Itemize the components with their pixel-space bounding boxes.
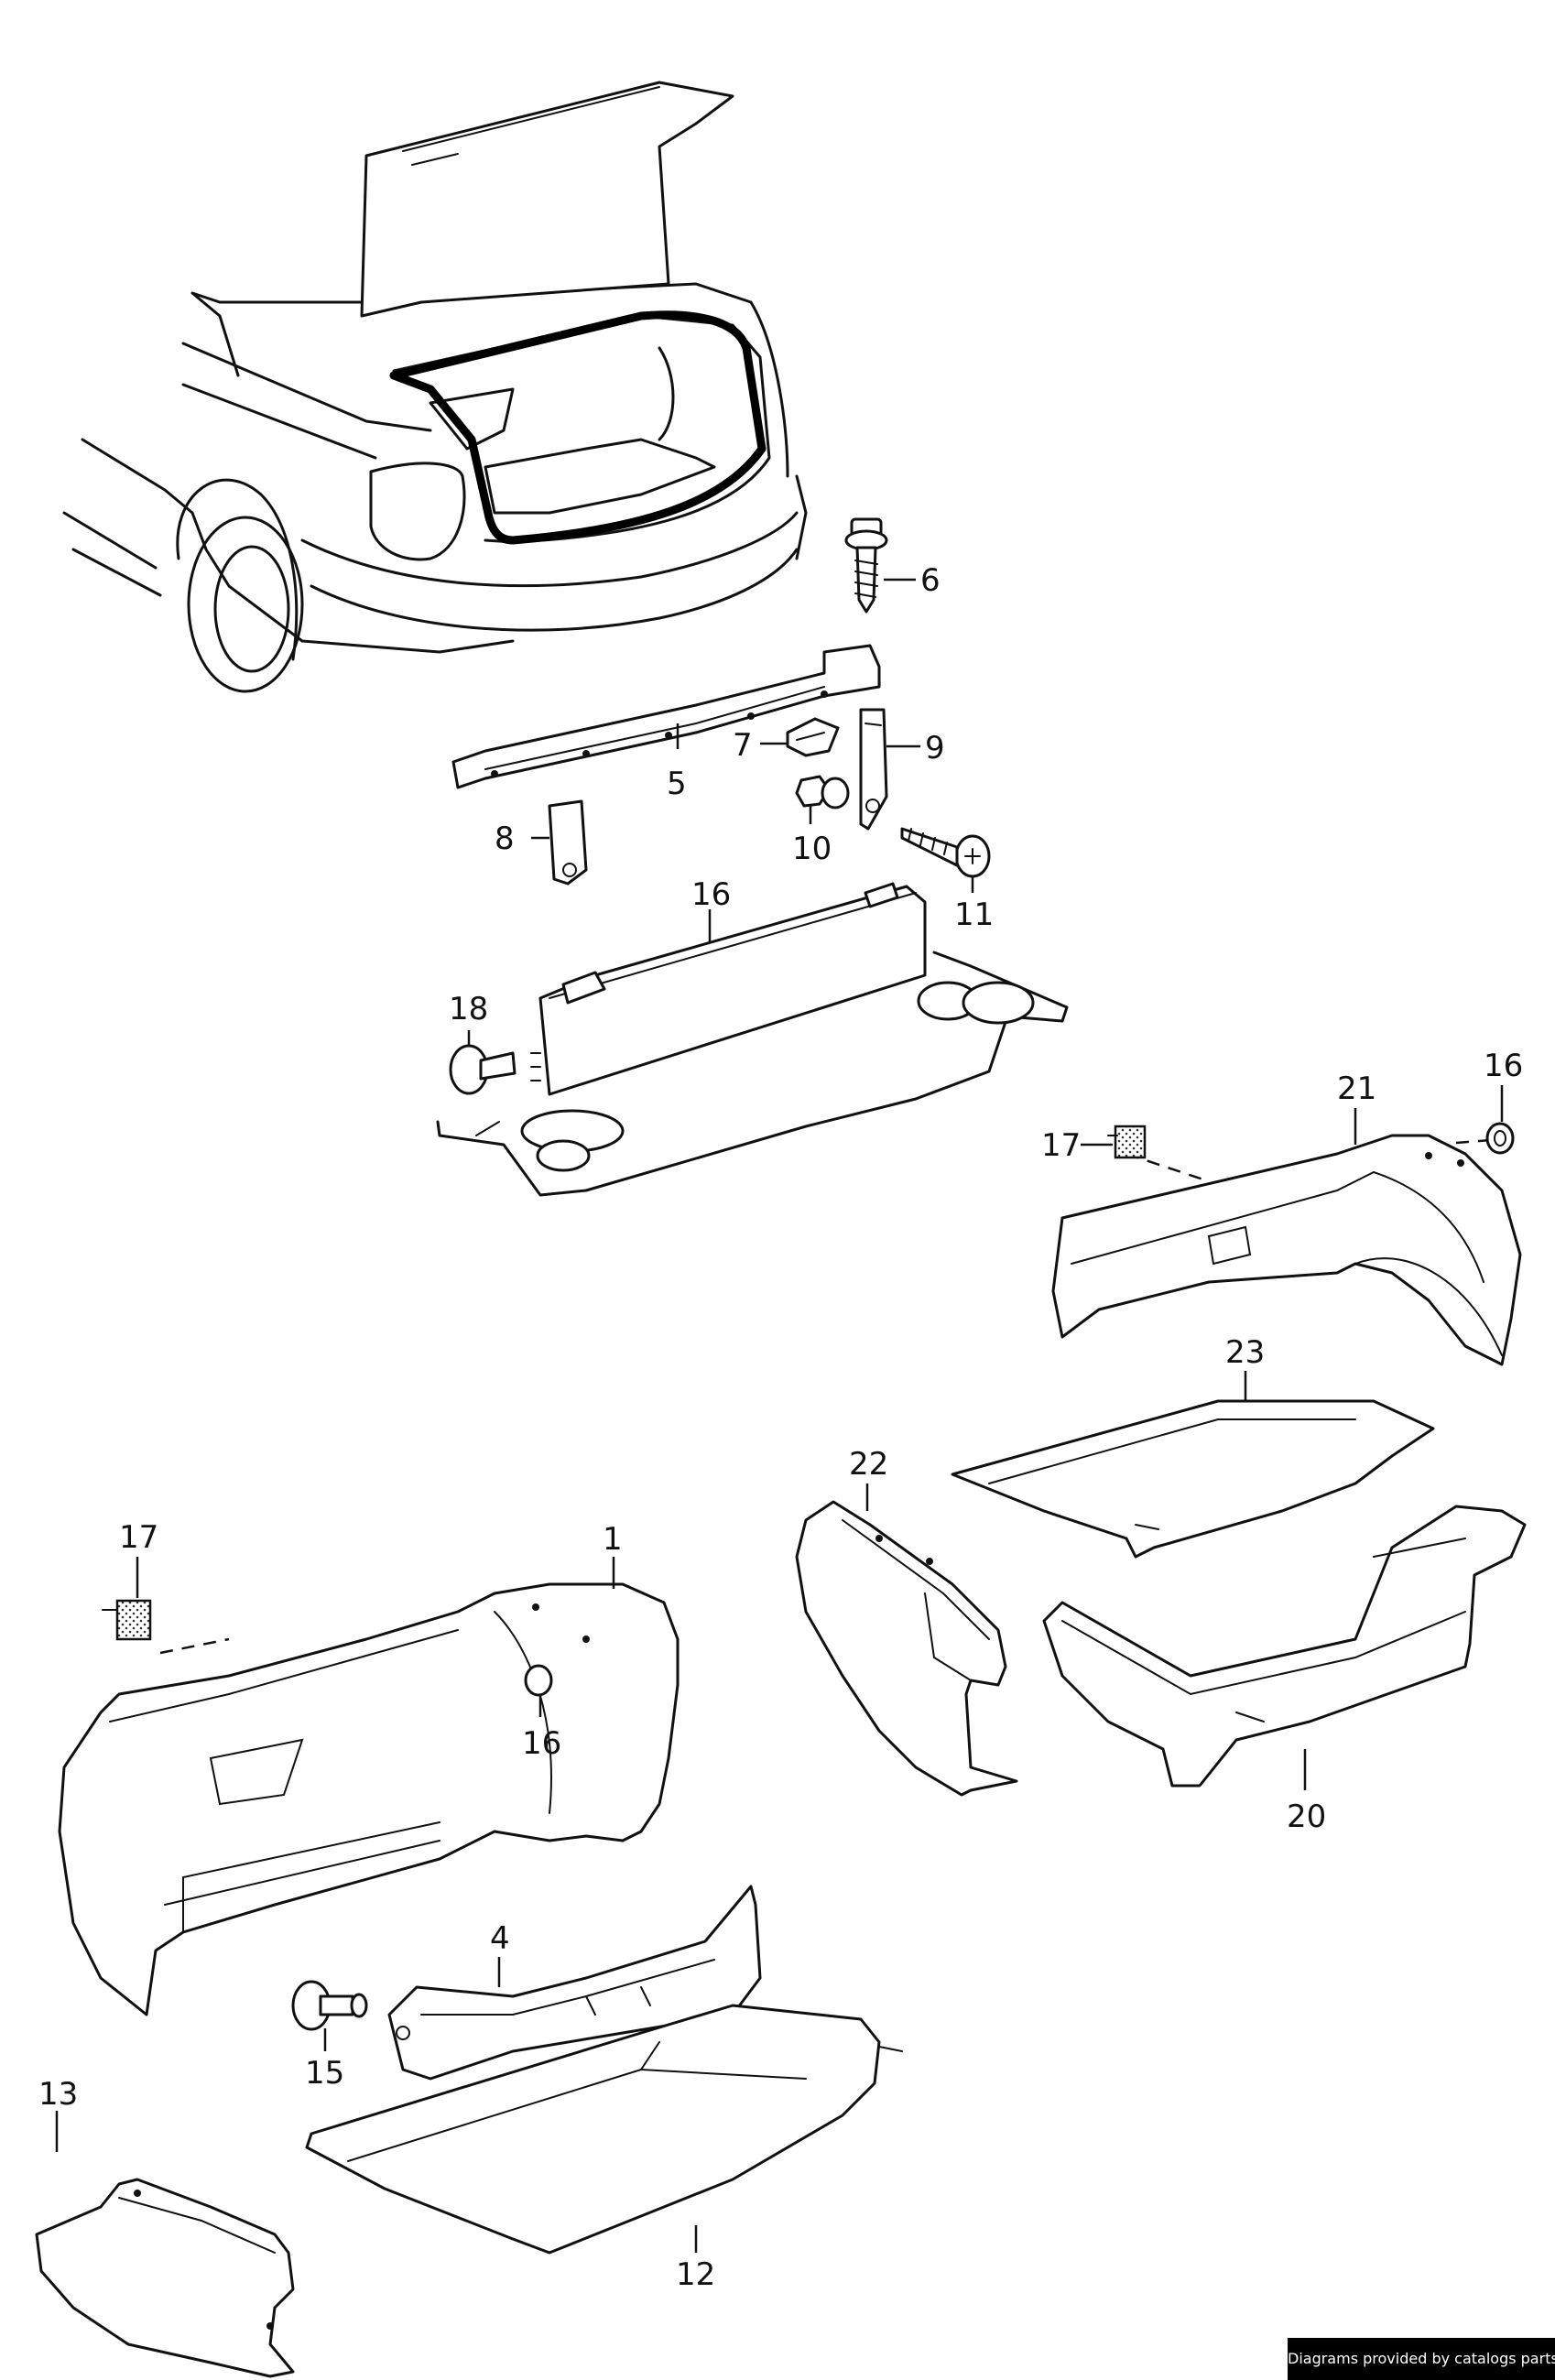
part-18-plug	[449, 1044, 517, 1095]
part-21-right-trim	[1051, 1134, 1522, 1366]
callout-17-upper: 17	[1041, 1127, 1081, 1164]
part-4-sill-trim	[387, 1885, 762, 2081]
callout-21: 21	[1337, 1070, 1376, 1107]
callout-12: 12	[676, 2256, 715, 2293]
part-8-bracket	[548, 799, 588, 886]
callout-1: 1	[603, 1521, 623, 1558]
callout-18: 18	[449, 991, 488, 1027]
part-9-bracket	[859, 708, 888, 831]
callout-16-upper: 16	[1484, 1048, 1523, 1084]
part-14-partition	[436, 882, 1069, 1197]
leader-lines	[55, 578, 1504, 2253]
callout-4: 4	[490, 1920, 510, 1957]
callout-9: 9	[925, 730, 945, 766]
car-rear-illustration	[62, 81, 808, 693]
callout-5: 5	[667, 766, 687, 802]
callout-labels: 6 5 7 9 8 10 11 16 18 21 16 17 23 22 1 1…	[38, 562, 1523, 2293]
callout-14: 16	[691, 876, 731, 913]
callout-11: 11	[954, 897, 994, 933]
callout-20: 20	[1287, 1799, 1326, 1835]
part-16-grommet-lower	[524, 1664, 553, 1697]
callout-7: 7	[733, 727, 753, 764]
part-23-floor-cover	[951, 1399, 1435, 1559]
callout-17-lower: 17	[119, 1519, 158, 1556]
part-10-nut	[795, 775, 850, 810]
part-20-tray	[1042, 1505, 1527, 1788]
callout-22: 22	[849, 1446, 888, 1483]
part-11-screw	[900, 827, 991, 878]
leader-17-dash	[1125, 1152, 1210, 1183]
part-6-bolt	[844, 517, 888, 614]
callout-16-lower: 16	[522, 1725, 561, 1762]
callout-13: 13	[38, 2076, 78, 2113]
credit-banner: Diagrams provided by catalogs parts	[1288, 2338, 1555, 2380]
callout-23: 23	[1225, 1334, 1265, 1371]
part-7-clip	[786, 717, 840, 757]
part-5-strip	[451, 644, 881, 789]
part-1-large-trim	[58, 1582, 680, 2016]
leader-17b-dash	[159, 1637, 230, 1655]
part-13-small-panel	[35, 2178, 295, 2378]
callout-15: 15	[305, 2055, 344, 2092]
callout-6: 6	[920, 562, 941, 599]
part-12-floor-mat	[305, 2004, 903, 2255]
part-22-side-panel	[795, 1500, 1018, 1797]
part-16-grommet-upper	[1485, 1122, 1515, 1155]
part-17-felt-pad-lower	[102, 1599, 152, 1641]
callout-8: 8	[495, 821, 515, 857]
callout-10: 10	[792, 831, 832, 867]
part-15-push-clip	[291, 1980, 368, 2031]
leader-16-dash	[1455, 1137, 1503, 1145]
part-17-felt-pad-upper	[1107, 1125, 1147, 1159]
